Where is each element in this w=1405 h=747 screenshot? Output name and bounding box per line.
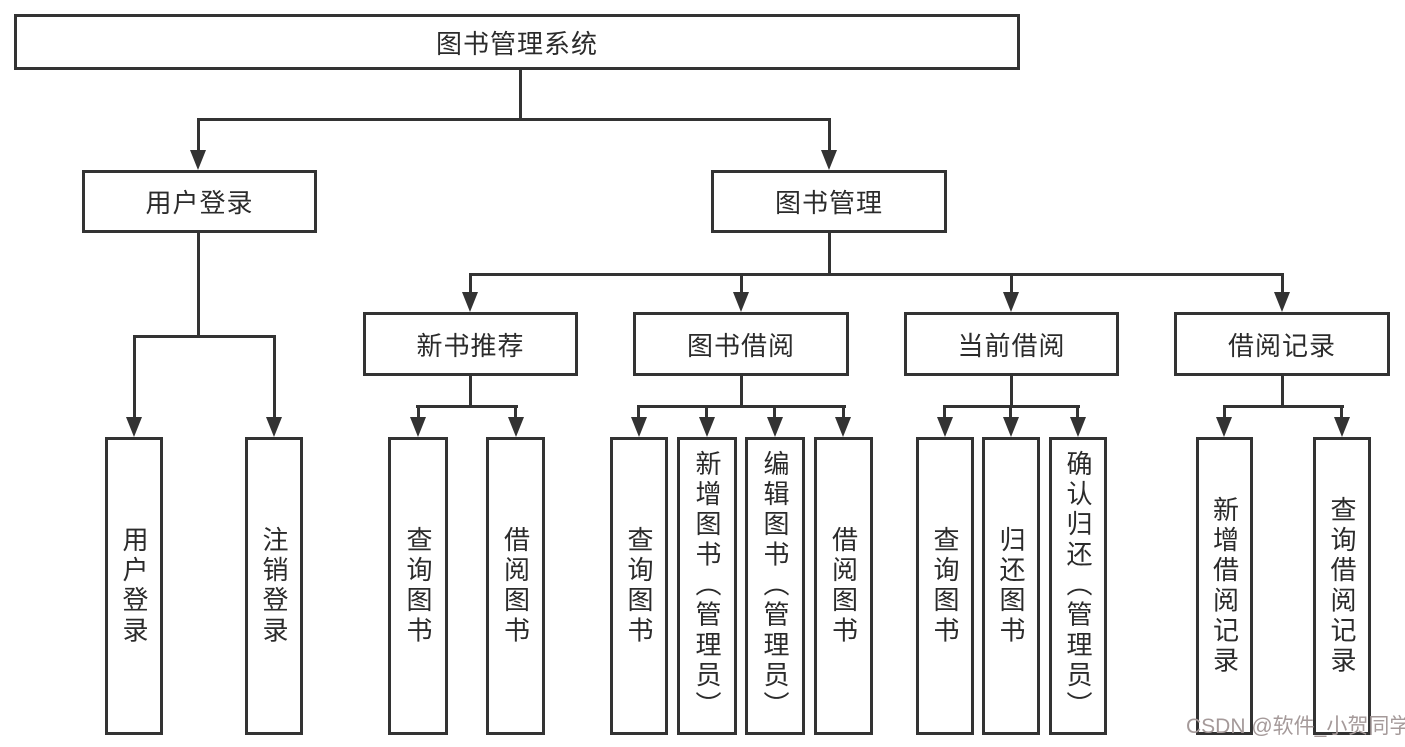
arrow-down-icon [733,292,749,312]
connector-logout-drop [273,335,276,421]
node-book-management: 图书管理 [711,170,947,233]
node-query-books-c-label: 查询图书 [930,525,960,647]
arrow-down-icon [821,150,837,170]
connector-mgmt-stem [828,233,831,273]
connector-book-mgmt-drop [828,118,831,152]
arrow-down-icon [1003,417,1019,437]
arrow-down-icon [508,417,524,437]
connector-user-stem [197,233,200,335]
connector-user-login-drop [197,118,200,152]
connector-login-drop [133,335,136,421]
node-confirm-return-admin: 确认归还（管理员） [1049,437,1107,735]
connector-groupC-stem [1010,376,1013,405]
connector-C1-drop [943,405,946,419]
node-borrow-books-b: 借阅图书 [814,437,873,735]
node-root: 图书管理系统 [14,14,1020,70]
node-add-borrow-record: 新增借阅记录 [1196,437,1253,735]
node-query-borrow-record-label: 查询借阅记录 [1327,495,1357,677]
node-return-books: 归还图书 [982,437,1040,735]
node-confirm-return-admin-label: 确认归还（管理员） [1063,450,1093,722]
node-book-borrowing: 图书借阅 [633,312,849,376]
arrow-down-icon [462,292,478,312]
node-query-books-a-label: 查询图书 [403,525,433,647]
node-borrow-books-a: 借阅图书 [486,437,545,735]
connector-mgmt-branch [469,273,1284,276]
connector-B3-drop [773,405,776,419]
connector-D1-drop [1223,405,1226,419]
arrow-down-icon [190,150,206,170]
arrow-down-icon [266,417,282,437]
node-query-books-b: 查询图书 [610,437,668,735]
connector-D2-drop [1340,405,1343,419]
connector-B1-drop [637,405,640,419]
connector-current-drop [1010,273,1013,294]
node-book-borrowing-label: 图书借阅 [686,330,795,361]
arrow-down-icon [1070,417,1086,437]
arrow-down-icon [126,417,142,437]
node-edit-books-admin-label: 编辑图书（管理员） [760,450,790,722]
connector-recommend-drop [469,273,472,294]
node-add-books-admin: 新增图书（管理员） [677,437,737,735]
connector-A2-drop [514,405,517,419]
csdn-watermark: CSDN @软件_小贺同学 [1186,715,1405,738]
connector-C2-drop [1009,405,1012,419]
node-logout-label: 注销登录 [259,525,289,647]
node-borrowing-records-label: 借阅记录 [1227,330,1336,361]
connector-user-branch [133,335,276,338]
arrow-down-icon [937,417,953,437]
node-query-books-b-label: 查询图书 [624,525,654,647]
node-return-books-label: 归还图书 [996,525,1026,647]
node-current-borrowing: 当前借阅 [904,312,1119,376]
connector-C3-drop [1076,405,1079,419]
arrow-down-icon [1216,417,1232,437]
node-query-books-c: 查询图书 [916,437,974,735]
node-user-login-label: 用户登录 [145,188,254,218]
arrow-down-icon [1274,292,1290,312]
connector-groupB-stem [740,376,743,405]
node-add-borrow-record-label: 新增借阅记录 [1209,495,1240,677]
connector-B4-drop [842,405,845,419]
connector-root-branch [197,118,831,121]
node-book-management-label: 图书管理 [774,188,883,218]
connector-records-drop [1281,273,1284,294]
node-query-borrow-record: 查询借阅记录 [1313,437,1371,735]
connector-groupD-branch [1223,405,1344,408]
connector-groupA-branch [416,405,518,408]
connector-B2-drop [705,405,708,419]
arrow-down-icon [835,417,851,437]
node-new-book-recommend-label: 新书推荐 [416,330,525,361]
arrow-down-icon [410,417,426,437]
node-borrowing-records: 借阅记录 [1174,312,1390,376]
node-new-book-recommend: 新书推荐 [363,312,578,376]
node-login: 用户登录 [105,437,163,735]
node-current-borrowing-label: 当前借阅 [957,330,1066,361]
node-add-books-admin-label: 新增图书（管理员） [692,450,722,722]
node-login-label: 用户登录 [119,525,149,647]
node-query-books-a: 查询图书 [388,437,448,735]
node-user-login: 用户登录 [82,170,317,233]
arrow-down-icon [631,417,647,437]
connector-root-stem [519,70,522,118]
connector-A1-drop [417,405,420,419]
arrow-down-icon [699,417,715,437]
connector-groupA-stem [469,376,472,405]
arrow-down-icon [1334,417,1350,437]
node-borrow-books-b-label: 借阅图书 [828,525,859,647]
node-edit-books-admin: 编辑图书（管理员） [745,437,805,735]
node-logout: 注销登录 [245,437,303,735]
connector-groupD-stem [1281,376,1284,405]
connector-groupB-branch [637,405,846,408]
connector-borrowing-drop [740,273,743,294]
node-borrow-books-a-label: 借阅图书 [500,525,531,647]
arrow-down-icon [767,417,783,437]
arrow-down-icon [1003,292,1019,312]
node-root-label: 图书管理系统 [435,28,598,59]
